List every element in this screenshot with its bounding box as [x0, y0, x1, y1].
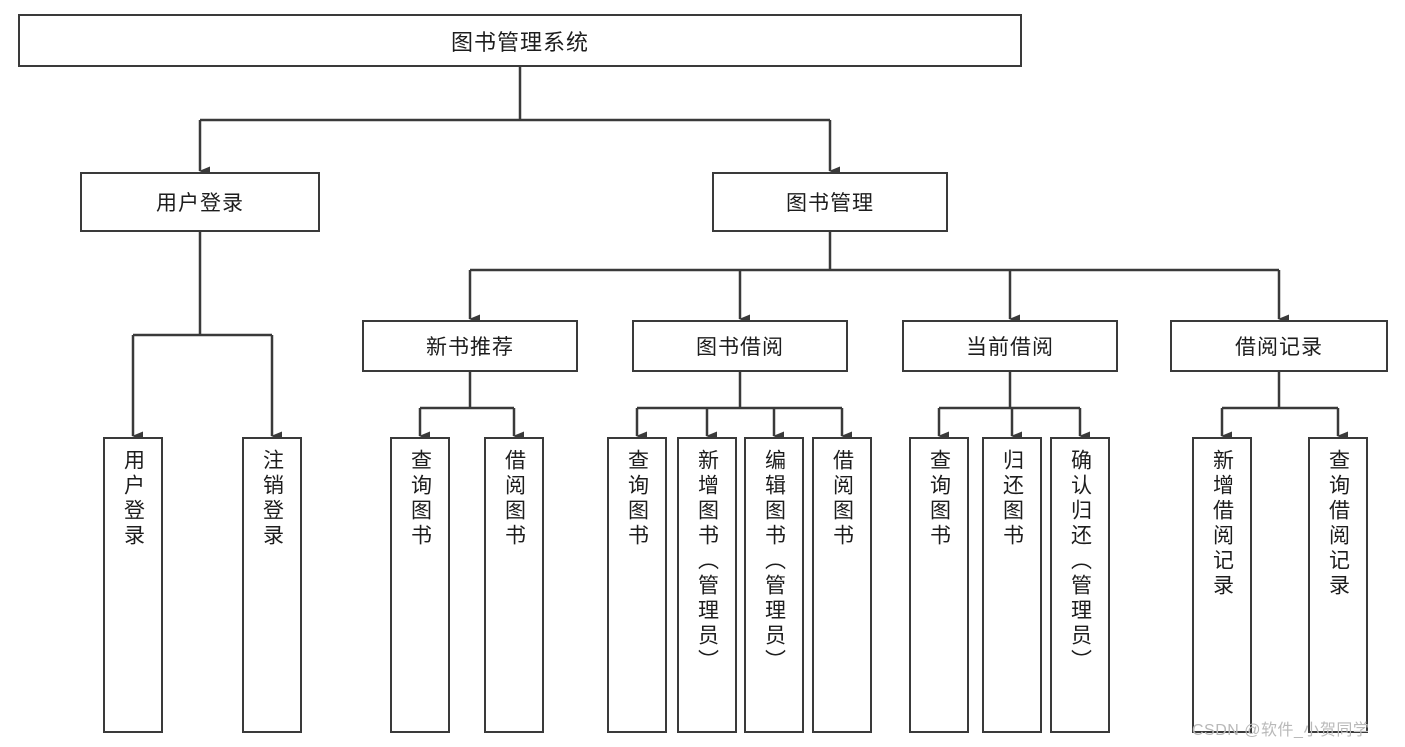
node-leaf-6[interactable]: 新增图书（管理员） — [677, 437, 737, 733]
node-leaf-8[interactable]: 借阅图书 — [812, 437, 872, 733]
node-label: 确认归还（管理员） — [1068, 449, 1092, 674]
node-root[interactable]: 图书管理系统 — [18, 14, 1022, 67]
node-label: 图书管理 — [786, 192, 874, 215]
node-label: 图书借阅 — [696, 336, 784, 359]
node-leaf-13[interactable]: 查询借阅记录 — [1308, 437, 1368, 733]
node-leaf-9[interactable]: 查询图书 — [909, 437, 969, 733]
node-leaf-4[interactable]: 借阅图书 — [484, 437, 544, 733]
node-label: 新书推荐 — [426, 336, 514, 359]
node-label: 新增图书（管理员） — [695, 449, 719, 674]
node-label: 归还图书 — [1000, 449, 1024, 549]
node-label: 查询借阅记录 — [1326, 449, 1350, 599]
node-leaf-10[interactable]: 归还图书 — [982, 437, 1042, 733]
csdn-watermark: CSDN @软件_小贺同学 — [1192, 722, 1370, 739]
node-borrow-log[interactable]: 借阅记录 — [1170, 320, 1388, 372]
node-new-book-rec[interactable]: 新书推荐 — [362, 320, 578, 372]
node-label: 用户登录 — [121, 449, 145, 549]
node-label: 查询图书 — [927, 449, 951, 549]
node-leaf-5[interactable]: 查询图书 — [607, 437, 667, 733]
node-label: 编辑图书（管理员） — [762, 449, 786, 674]
node-leaf-1[interactable]: 用户登录 — [103, 437, 163, 733]
node-label: 图书管理系统 — [450, 29, 589, 55]
node-leaf-12[interactable]: 新增借阅记录 — [1192, 437, 1252, 733]
node-user-login[interactable]: 用户登录 — [80, 172, 320, 232]
node-book-borrow[interactable]: 图书借阅 — [632, 320, 848, 372]
node-cur-borrow[interactable]: 当前借阅 — [902, 320, 1118, 372]
node-label: 注销登录 — [260, 449, 284, 549]
node-leaf-2[interactable]: 注销登录 — [242, 437, 302, 733]
node-label: 用户登录 — [156, 192, 244, 215]
node-leaf-3[interactable]: 查询图书 — [390, 437, 450, 733]
node-label: 新增借阅记录 — [1210, 449, 1234, 599]
node-label: 当前借阅 — [966, 336, 1054, 359]
node-leaf-11[interactable]: 确认归还（管理员） — [1050, 437, 1110, 733]
node-book-manage[interactable]: 图书管理 — [712, 172, 948, 232]
node-label: 借阅图书 — [830, 449, 854, 549]
node-label: 查询图书 — [625, 449, 649, 549]
node-leaf-7[interactable]: 编辑图书（管理员） — [744, 437, 804, 733]
node-label: 借阅记录 — [1235, 336, 1323, 359]
node-label: 查询图书 — [408, 449, 432, 549]
node-label: 借阅图书 — [502, 449, 526, 549]
